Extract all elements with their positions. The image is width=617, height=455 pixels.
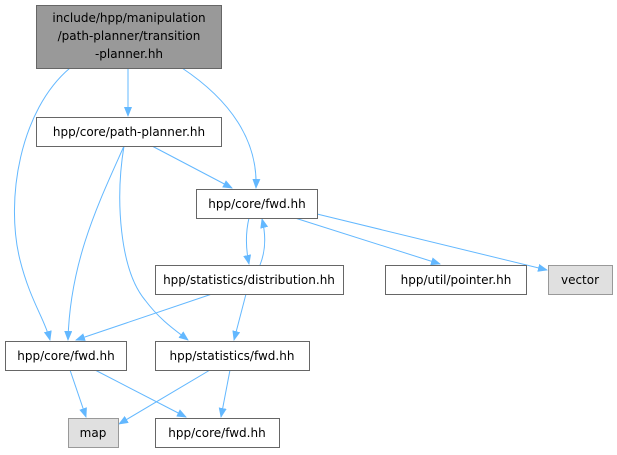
node-core-fwd-mid[interactable]: hpp/core/fwd.hh: [196, 189, 318, 219]
edge-statistics-fwd-map: [118, 369, 211, 425]
edge-core-fwd-mid-vector: [316, 213, 548, 272]
node-label: hpp/statistics/fwd.hh: [170, 349, 295, 363]
node-root-line-3: -planner.hh: [95, 47, 163, 61]
node-path-planner[interactable]: hpp/core/path-planner.hh: [36, 117, 222, 147]
node-core-fwd-bottom[interactable]: hpp/core/fwd.hh: [155, 418, 280, 448]
edge-distribution-core-fwd-left: [75, 293, 213, 341]
edge-core-fwd-left-core-fwd-bottom: [94, 369, 187, 418]
edge-path-planner-core-fwd-left: [64, 145, 125, 341]
node-pointer[interactable]: hpp/util/pointer.hh: [385, 265, 527, 295]
node-vector: vector: [548, 265, 613, 295]
node-root[interactable]: include/hpp/manipulation /path-planner/t…: [36, 5, 222, 69]
edge-path-planner-statistics-fwd: [119, 145, 189, 341]
edge-statistics-fwd-core-fwd-bottom: [218, 369, 231, 418]
edge-core-fwd-mid-distribution: [243, 217, 252, 265]
edge-distribution-core-fwd-mid: [259, 218, 269, 266]
edge-distribution-statistics-fwd: [232, 293, 247, 341]
edge-core-fwd-left-map: [69, 369, 87, 418]
edge-root-core-fwd-mid: [181, 67, 261, 189]
node-root-line-1: include/hpp/manipulation: [52, 11, 205, 25]
edge-path-planner-core-fwd-mid: [151, 145, 233, 189]
node-distribution[interactable]: hpp/statistics/distribution.hh: [155, 265, 344, 295]
node-label: hpp/util/pointer.hh: [401, 273, 512, 287]
node-label: vector: [561, 273, 599, 287]
node-label: hpp/core/fwd.hh: [208, 197, 305, 211]
node-label: hpp/core/fwd.hh: [17, 349, 114, 363]
node-label: hpp/core/path-planner.hh: [53, 125, 205, 139]
node-root-line-2: /path-planner/transition: [58, 29, 201, 43]
node-label: hpp/core/fwd.hh: [168, 426, 265, 440]
edge-root-core-fwd-left: [13, 67, 71, 341]
node-core-fwd-left[interactable]: hpp/core/fwd.hh: [5, 341, 127, 371]
node-label: map: [80, 426, 107, 440]
node-map: map: [68, 418, 119, 448]
edges: [13, 67, 548, 425]
node-label: hpp/statistics/distribution.hh: [163, 273, 335, 287]
edge-core-fwd-mid-pointer: [294, 217, 441, 266]
node-statistics-fwd[interactable]: hpp/statistics/fwd.hh: [155, 341, 310, 371]
